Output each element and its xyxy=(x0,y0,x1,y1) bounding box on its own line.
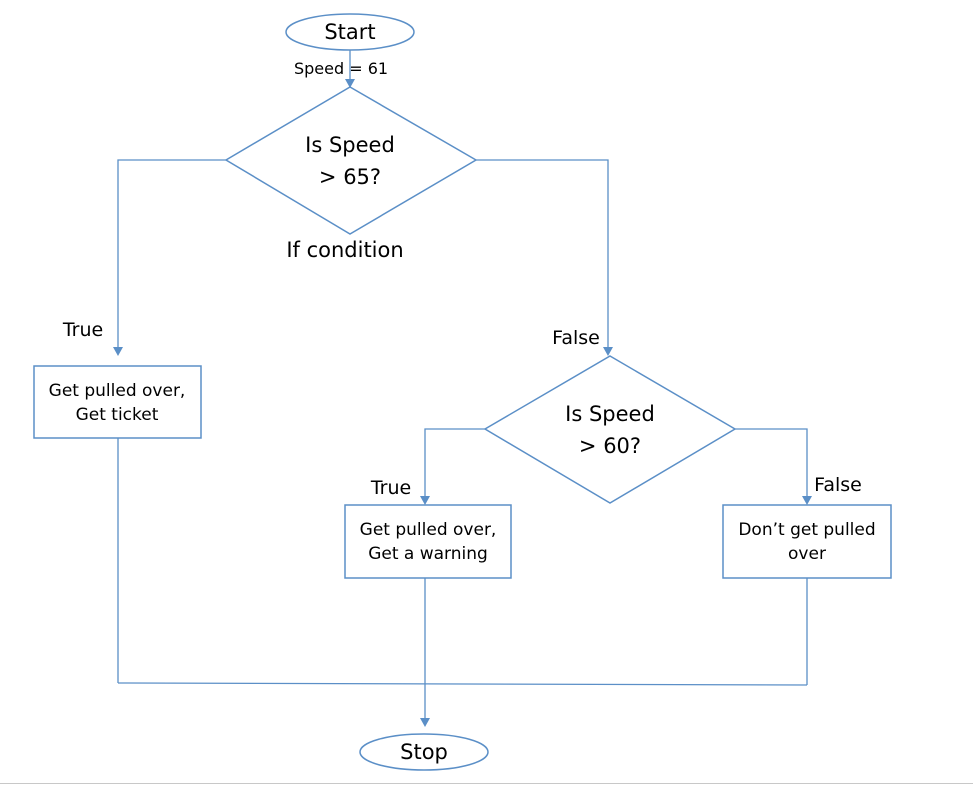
warning-line2: Get a warning xyxy=(368,544,488,564)
branch2-false-label: False xyxy=(814,474,862,496)
process-box-ticket: Get pulled over, Get ticket xyxy=(33,365,202,439)
start-ellipse xyxy=(285,13,415,51)
ticket-box xyxy=(33,365,202,439)
connector-decision1-true xyxy=(117,159,226,348)
arrowhead-none xyxy=(802,496,812,505)
decision1-diamond-group: Is Speed > 65? xyxy=(224,86,478,235)
stop-terminal: Stop xyxy=(359,733,489,771)
branch2-true-label: True xyxy=(370,477,411,499)
arrowhead-stop xyxy=(420,718,430,727)
stop-label: Stop xyxy=(400,740,448,764)
decision1-line1: Is Speed xyxy=(305,133,395,157)
not-pulled-over-line1: Don’t get pulled xyxy=(738,520,875,540)
stop-ellipse xyxy=(359,733,489,771)
connector-decision2-false xyxy=(735,428,808,497)
branch1-true-label: True xyxy=(62,319,103,341)
ticket-line2: Get ticket xyxy=(76,405,159,425)
arrowhead-ticket xyxy=(113,347,123,356)
decision1-line2: > 65? xyxy=(319,165,381,189)
arrowheads xyxy=(113,79,812,727)
not-pulled-over-line2: over xyxy=(788,544,826,564)
decision2-line1: Is Speed xyxy=(565,402,655,426)
warning-box xyxy=(344,504,512,579)
arrowhead-decision1 xyxy=(345,79,355,88)
decision1-diamond xyxy=(224,86,478,235)
arrowhead-warning xyxy=(420,496,430,505)
bottom-divider xyxy=(0,783,973,784)
decision2-diamond xyxy=(483,355,737,504)
connector-decision2-true xyxy=(424,428,485,497)
decision2-line2: > 60? xyxy=(579,434,641,458)
start-terminal: Start xyxy=(285,13,415,51)
decision1-caption: If condition xyxy=(286,238,403,262)
not-pulled-over-box xyxy=(722,504,892,579)
arrowhead-decision2 xyxy=(603,347,613,356)
warning-line1: Get pulled over, xyxy=(360,520,497,540)
process-box-not-pulled-over: Don’t get pulled over xyxy=(722,504,892,579)
input-label: Speed = 61 xyxy=(294,59,388,78)
start-label: Start xyxy=(324,20,375,44)
connector-decision1-false xyxy=(476,159,609,348)
connector-merge xyxy=(117,682,808,686)
branch1-false-label: False xyxy=(552,327,600,349)
process-box-warning: Get pulled over, Get a warning xyxy=(344,504,512,579)
decision2-diamond-group: Is Speed > 60? xyxy=(483,355,737,504)
ticket-line1: Get pulled over, xyxy=(49,381,186,401)
connectors xyxy=(117,50,808,719)
